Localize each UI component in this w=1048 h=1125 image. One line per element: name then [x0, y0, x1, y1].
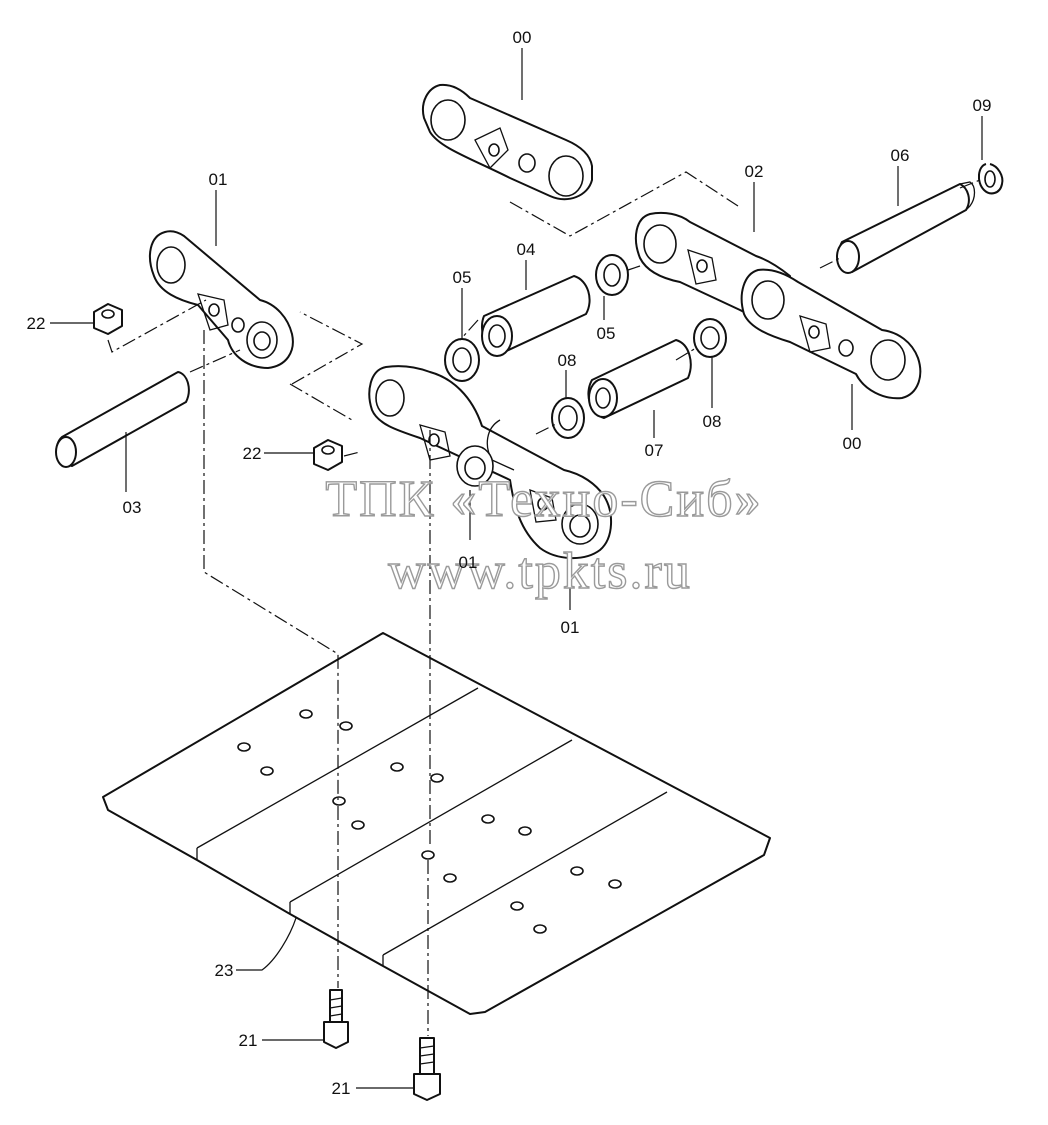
- label-link-front-a: 01: [459, 553, 478, 572]
- label-link-right: 00: [843, 434, 862, 453]
- link-right: [740, 268, 922, 400]
- label-shoe: 23: [215, 961, 234, 980]
- bushing: [481, 275, 591, 357]
- seal-left: [444, 338, 480, 382]
- master-bushing: [587, 339, 692, 419]
- label-master-pin: 06: [891, 146, 910, 165]
- seal-right: [595, 254, 629, 296]
- spacer-right: [693, 318, 727, 358]
- label-spacer-left: 08: [558, 351, 577, 370]
- bolt-a: [323, 989, 349, 1049]
- nut-top: [93, 303, 123, 335]
- label-master-bushing: 07: [645, 441, 664, 460]
- link-top: [422, 83, 593, 201]
- label-snap-ring: 09: [973, 96, 992, 115]
- link-left: [149, 230, 294, 369]
- label-seal-right: 05: [597, 324, 616, 343]
- link-front: [368, 365, 612, 560]
- label-nut-b: 22: [243, 444, 262, 463]
- assembly-lines: [107, 171, 981, 1036]
- label-bolt-b: 21: [332, 1079, 351, 1098]
- label-link-top: 00: [513, 28, 532, 47]
- track-shoe-plates: [102, 632, 771, 1015]
- label-link-left: 01: [209, 170, 228, 189]
- label-nut-a: 22: [27, 314, 46, 333]
- label-spacer-right: 08: [703, 412, 722, 431]
- pin-left: [55, 371, 190, 468]
- label-link-front-b: 01: [561, 618, 580, 637]
- label-bushing: 04: [517, 240, 536, 259]
- part-labels: 00 09 06 02 01 04 05 22 05 08 08 07 00 2…: [27, 28, 992, 1098]
- watermark-url: www.tpkts.ru: [388, 543, 692, 600]
- watermark: ТПК «Техно-Сиб» www.tpkts.ru: [325, 470, 762, 600]
- label-link-master: 02: [745, 162, 764, 181]
- shoe-bolt-holes: [237, 709, 622, 934]
- label-bolt-a: 21: [239, 1031, 258, 1050]
- label-seal-left: 05: [453, 268, 472, 287]
- master-pin: [836, 181, 976, 274]
- label-pin-left: 03: [123, 498, 142, 517]
- snap-ring: [978, 163, 1004, 195]
- watermark-company: ТПК «Техно-Сиб»: [325, 471, 762, 528]
- nut-bottom: [313, 439, 343, 471]
- leader-lines: [50, 48, 983, 1089]
- spacer-left: [551, 397, 585, 439]
- bolt-b: [413, 1037, 441, 1101]
